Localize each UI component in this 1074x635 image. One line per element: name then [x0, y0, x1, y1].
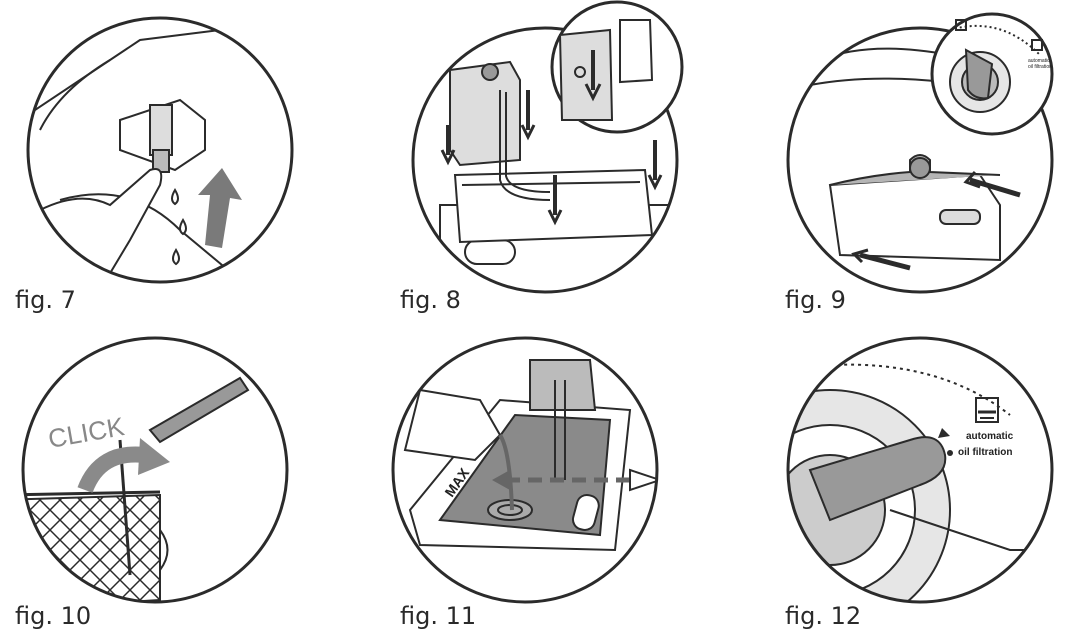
figure-12: automatic oil filtration fig. 12 [770, 320, 1074, 635]
fig11-illustration: MAX [391, 336, 659, 604]
oil-filtration-icon [975, 397, 999, 423]
bullet-dot [947, 450, 953, 456]
fig10-click-label: CLICK [46, 411, 127, 454]
figure-9: automatic oil filtration fig. 9 [770, 0, 1074, 320]
arrow-up-icon [198, 168, 242, 248]
fig8-caption: fig. 8 [400, 286, 461, 314]
fig9-caption: fig. 9 [785, 286, 846, 314]
fig9-inset-label-1: automatic [1028, 58, 1050, 64]
figure-10: CLICK fig. 10 [0, 320, 330, 635]
fig12-illustration: automatic oil filtration [786, 336, 1054, 604]
fig11-caption: fig. 11 [400, 602, 477, 630]
figure-11: MAX fig. 11 [380, 320, 710, 635]
fig7-caption: fig. 7 [15, 286, 76, 314]
fig10-caption: fig. 10 [15, 602, 92, 630]
figure-7: fig. 7 [0, 0, 330, 320]
fig10-illustration: CLICK [21, 336, 289, 604]
fig8-illustration [411, 0, 684, 294]
arrow-head-icon [938, 428, 950, 438]
fig12-label-line1: automatic [966, 431, 1014, 442]
fig7-illustration [26, 16, 294, 284]
fig12-label-line2: oil filtration [958, 447, 1012, 458]
fig9-illustration: automatic oil filtration [786, 12, 1054, 294]
fig12-caption: fig. 12 [785, 602, 862, 630]
figure-8: fig. 8 [380, 0, 710, 320]
fig9-inset-label-2: oil filtration [1028, 64, 1052, 70]
